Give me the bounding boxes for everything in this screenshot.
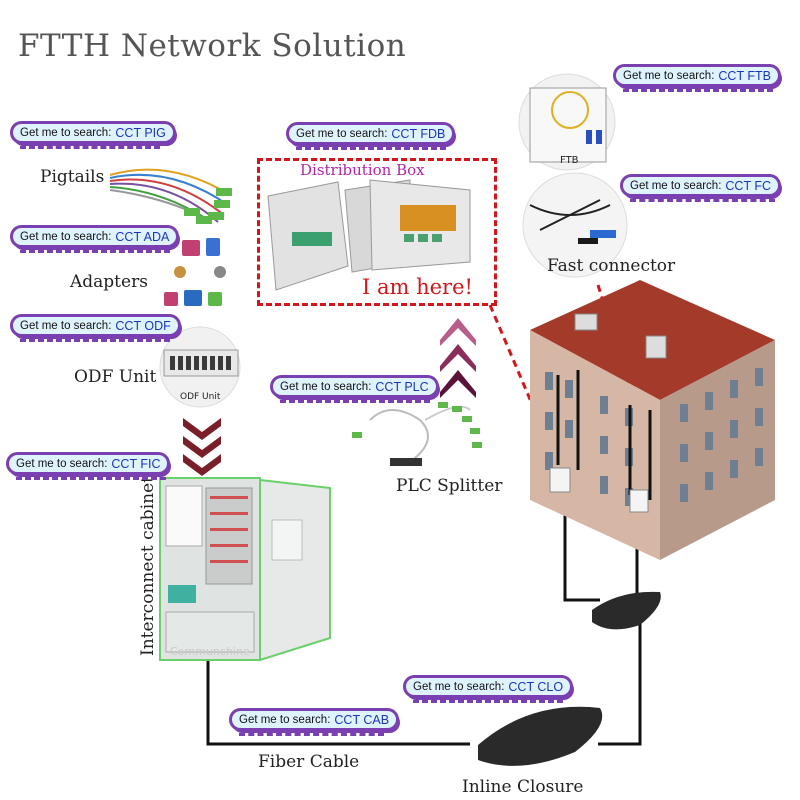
search-prefix: Get me to search:	[16, 457, 108, 470]
inline-closure-label: Inline Closure	[462, 777, 584, 797]
distribution-box-highlight	[257, 158, 497, 306]
bubble-tail	[20, 146, 160, 153]
chevron-down-icon	[183, 418, 221, 476]
odf-unit-label: ODF Unit	[74, 367, 157, 387]
bubble-tail	[239, 733, 384, 740]
bubble-tail	[280, 400, 430, 407]
search-code: CCT CAB	[334, 712, 390, 727]
search-prefix: Get me to search:	[413, 680, 505, 693]
watermark: Communchine	[170, 645, 250, 658]
distribution-box-label: Distribution Box	[300, 161, 425, 179]
fiber-cable-line	[563, 495, 600, 602]
search-code: CCT FC	[725, 178, 772, 193]
search-prefix: Get me to search:	[623, 69, 715, 82]
search-link-plc[interactable]: Get me to search:CCT PLC	[270, 375, 439, 398]
search-code: CCT FDB	[391, 126, 446, 141]
adapters-image	[164, 238, 226, 306]
adapters-label: Adapters	[70, 272, 148, 292]
interconnect-cabinet-image	[159, 477, 331, 662]
bubble-tail	[630, 199, 775, 206]
plc-splitter-image	[352, 402, 482, 466]
search-link-fdb[interactable]: Get me to search:CCT FDB	[286, 122, 456, 145]
bubble-tail	[623, 89, 773, 96]
distribution-box-image	[267, 179, 471, 291]
ftb-image	[529, 87, 607, 163]
odf-unit-image	[163, 349, 239, 377]
search-link-pig[interactable]: Get me to search:CCT PIG	[10, 121, 176, 144]
chevron-up-icon	[440, 318, 476, 398]
pigtails-label: Pigtails	[40, 167, 105, 187]
search-prefix: Get me to search:	[239, 713, 331, 726]
search-prefix: Get me to search:	[20, 319, 112, 332]
fast-connector-photo	[522, 172, 628, 278]
search-prefix: Get me to search:	[20, 230, 112, 243]
bubble-tail	[20, 250, 170, 257]
fiber-cable-line	[598, 620, 642, 746]
ftb-label: FTB	[560, 155, 579, 166]
search-code: CCT FIC	[111, 456, 161, 471]
search-link-clo[interactable]: Get me to search:CCT CLO	[403, 675, 574, 698]
search-prefix: Get me to search:	[296, 127, 388, 140]
fiber-cable-label: Fiber Cable	[258, 752, 360, 772]
search-link-ftb[interactable]: Get me to search:CCT FTB	[613, 64, 781, 87]
fast-connector-label: Fast connector	[547, 256, 676, 276]
page-title: FTTH Network Solution	[18, 28, 407, 64]
fiber-cable-line	[206, 660, 470, 746]
plc-splitter-label: PLC Splitter	[396, 476, 503, 496]
search-code: CCT PIG	[115, 125, 166, 140]
search-link-cab[interactable]: Get me to search:CCT CAB	[229, 708, 400, 731]
search-code: CCT CLO	[508, 679, 564, 694]
bubble-tail	[413, 700, 563, 707]
building-image	[530, 280, 775, 560]
fast-connector-image	[529, 199, 616, 244]
search-prefix: Get me to search:	[280, 380, 372, 393]
pigtails-image	[109, 168, 232, 224]
search-link-ada[interactable]: Get me to search:CCT ADA	[10, 225, 180, 248]
search-prefix: Get me to search:	[630, 179, 722, 192]
search-code: CCT FTB	[718, 68, 771, 83]
search-link-odf[interactable]: Get me to search:CCT ODF	[10, 314, 181, 337]
bubble-tail	[20, 339, 170, 346]
search-link-fc[interactable]: Get me to search:CCT FC	[620, 174, 782, 197]
search-prefix: Get me to search:	[20, 126, 112, 139]
closure-image	[478, 591, 661, 766]
interconnect-cabinet-label: Interconnect cabinet	[138, 476, 158, 656]
search-code: CCT PLC	[375, 379, 429, 394]
search-code: CCT ODF	[115, 318, 171, 333]
search-code: CCT ADA	[115, 229, 170, 244]
i-am-here-label: I am here!	[362, 275, 473, 299]
bubble-tail	[296, 147, 446, 154]
odf-unit-plate-label: ODF Unit	[180, 392, 221, 402]
bubble-tail	[16, 477, 166, 484]
search-link-fic[interactable]: Get me to search:CCT FIC	[6, 452, 171, 475]
